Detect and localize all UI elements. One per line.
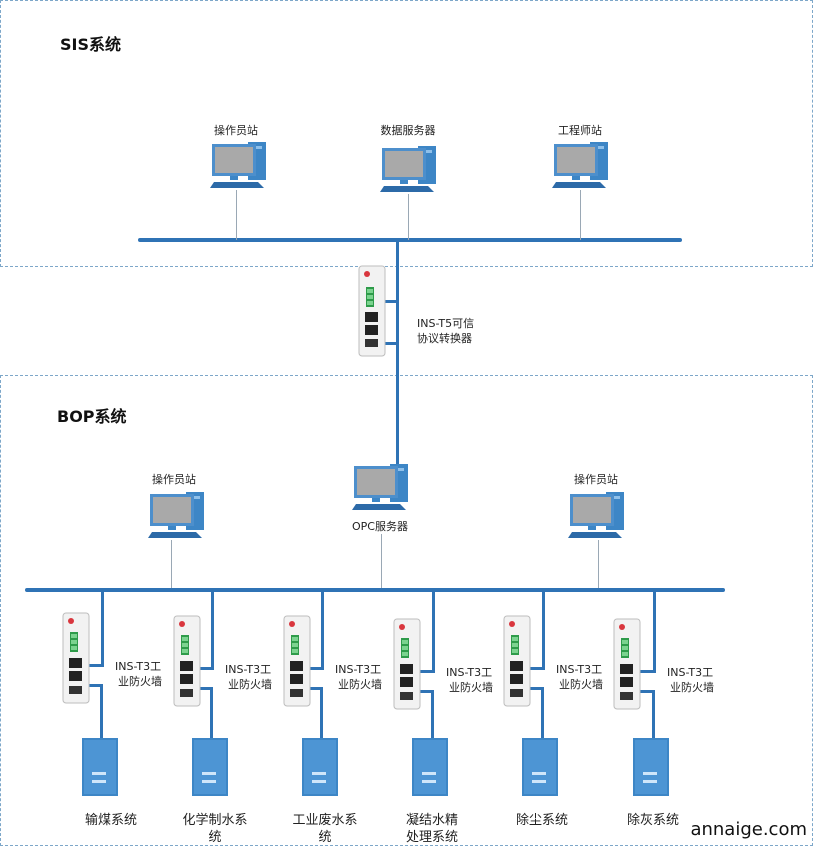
system-name-line1: 输煤系统 [84,813,137,828]
bop-zone-title: BOP系统 [57,407,127,426]
bop-drop-2 [381,534,382,590]
firewall-label-line2: 业防火墙 [118,675,162,688]
server-icon [192,738,228,796]
firewall-label-line1: INS-T3工 [667,666,714,679]
server-link-line [320,687,323,738]
firewall-link-top [527,667,544,670]
system-name-line1: 除灰系统 [626,813,679,828]
system-name-line2: 处理系统 [405,830,458,845]
sis-network-bus [138,238,682,242]
protocol-converter-icon [358,265,386,357]
trunk-line [396,240,399,468]
server-icon [302,738,338,796]
system-name-line1: 除尘系统 [515,813,568,828]
bop-drop-1 [171,540,172,590]
firewall-link-top [417,670,434,673]
sis-station-label-2: 数据服务器 [380,124,436,137]
sis-drop-1 [236,190,237,240]
firewall-link-bottom [86,684,101,687]
gateway-link-bottom [380,342,398,345]
firewall-drop-line [432,590,435,673]
bop-station-label-2: OPC服务器 [352,520,408,533]
gateway-label-line1: INS-T5可信 [417,317,475,330]
firewall-drop-line [653,590,656,673]
firewall-link-bottom [197,687,211,690]
bop-drop-3 [598,540,599,590]
system-name-line2: 统 [318,830,332,845]
industrial-firewall-icon [613,618,641,710]
gateway-label-line2: 协议转换器 [417,332,472,345]
server-link-line [210,687,213,738]
industrial-firewall-icon [62,612,90,704]
firewall-label-line1: INS-T3工 [335,663,382,676]
server-link-line [431,690,434,738]
sis-drop-2 [408,194,409,240]
computer-icon [210,142,266,188]
firewall-drop-line [542,590,545,670]
firewall-link-top [637,670,655,673]
industrial-firewall-icon [173,615,201,707]
bop-station-label-1: 操作员站 [152,473,196,486]
firewall-label-line2: 业防火墙 [670,681,714,694]
firewall-label-line1: INS-T3工 [446,666,493,679]
firewall-link-bottom [417,690,432,693]
bop-zone [0,375,813,846]
firewall-label-line1: INS-T3工 [225,663,272,676]
firewall-link-top [86,664,103,667]
industrial-firewall-icon [503,615,531,707]
firewall-link-bottom [527,687,542,690]
firewall-label-line2: 业防火墙 [338,678,382,691]
industrial-firewall-icon [393,618,421,710]
bop-station-label-3: 操作员站 [574,473,618,486]
sis-station-label-1: 操作员站 [214,124,258,137]
firewall-drop-line [211,590,214,670]
sis-zone-title: SIS系统 [60,35,122,54]
watermark: annaige.com [690,819,807,840]
server-icon [633,738,669,796]
server-icon [82,738,118,796]
server-icon [412,738,448,796]
bop-network-bus [25,588,725,592]
firewall-label-line2: 业防火墙 [228,678,272,691]
computer-icon [380,146,436,192]
firewall-label-line2: 业防火墙 [449,681,493,694]
computer-icon [352,464,408,510]
firewall-link-top [307,667,323,670]
firewall-drop-line [321,590,324,670]
server-link-line [100,684,103,738]
firewall-drop-line [101,590,104,667]
computer-icon [552,142,608,188]
server-link-line [541,687,544,738]
industrial-firewall-icon [283,615,311,707]
firewall-link-bottom [307,687,321,690]
firewall-label-line1: INS-T3工 [556,663,603,676]
sis-drop-3 [580,190,581,240]
sis-station-label-3: 工程师站 [558,124,602,137]
sis-zone [0,0,813,267]
system-name-line1: 化学制水系 [182,813,248,828]
firewall-label-line2: 业防火墙 [559,678,603,691]
server-icon [522,738,558,796]
computer-icon [148,492,204,538]
system-name-line2: 统 [208,830,222,845]
system-name-line1: 凝结水精 [405,813,458,828]
computer-icon [568,492,624,538]
firewall-link-top [197,667,213,670]
server-link-line [652,690,655,738]
firewall-label-line1: INS-T3工 [115,660,162,673]
system-name-line1: 工业废水系 [292,813,358,828]
gateway-link-top [380,300,398,303]
firewall-link-bottom [637,690,653,693]
